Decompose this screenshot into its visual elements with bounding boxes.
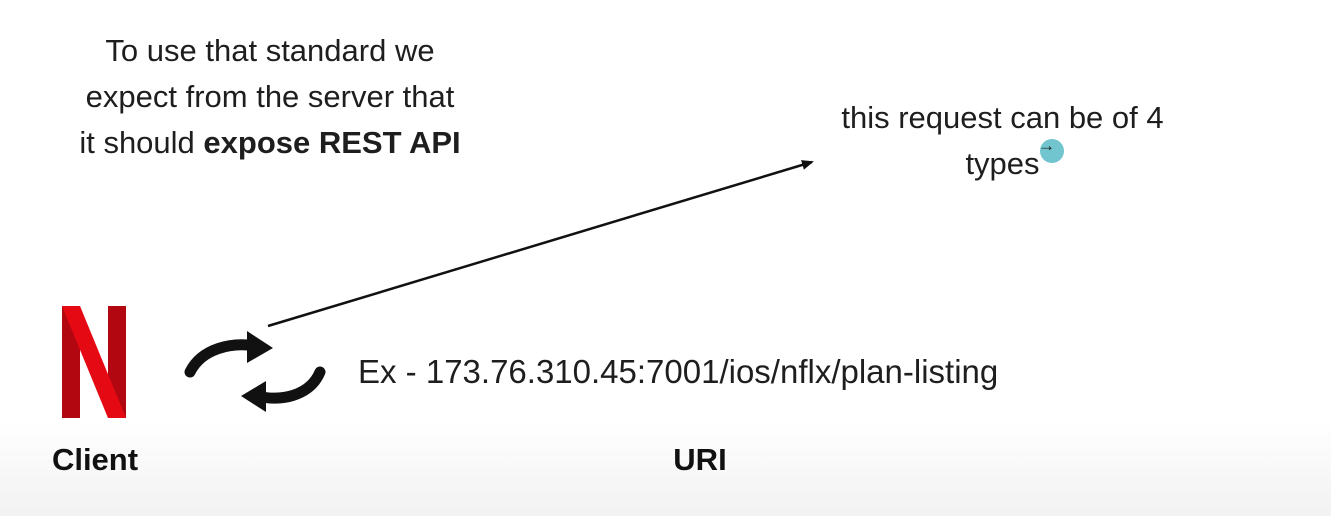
client-label: Client (51, 442, 139, 477)
cursor-highlight (1040, 139, 1064, 163)
response-arrow-icon (241, 366, 326, 412)
example-uri: Ex - 173.76.310.45:7001/ios/nflx/plan-li… (358, 353, 999, 390)
request-note-line-2: types (965, 146, 1040, 181)
pointer-arrow-icon (267, 160, 814, 328)
request-note: this request can be of 4 types (775, 95, 1230, 187)
request-note-line-1: this request can be of 4 (841, 100, 1164, 135)
intro-line-2: expect from the server that (85, 79, 455, 114)
intro-bold-text: expose REST API (203, 125, 461, 160)
bottom-shade (0, 420, 1331, 516)
intro-line-1: To use that standard we (105, 33, 435, 68)
intro-line-3: it should expose REST API (25, 120, 515, 166)
cursor-arrow-icon: → (1038, 136, 1055, 155)
netflix-n-logo (62, 306, 126, 418)
uri-label: URI (673, 442, 727, 477)
intro-text: To use that standard we expect from the … (25, 28, 515, 166)
intro-line-3-prefix: it should (79, 125, 204, 160)
request-arrow-icon (184, 331, 273, 378)
